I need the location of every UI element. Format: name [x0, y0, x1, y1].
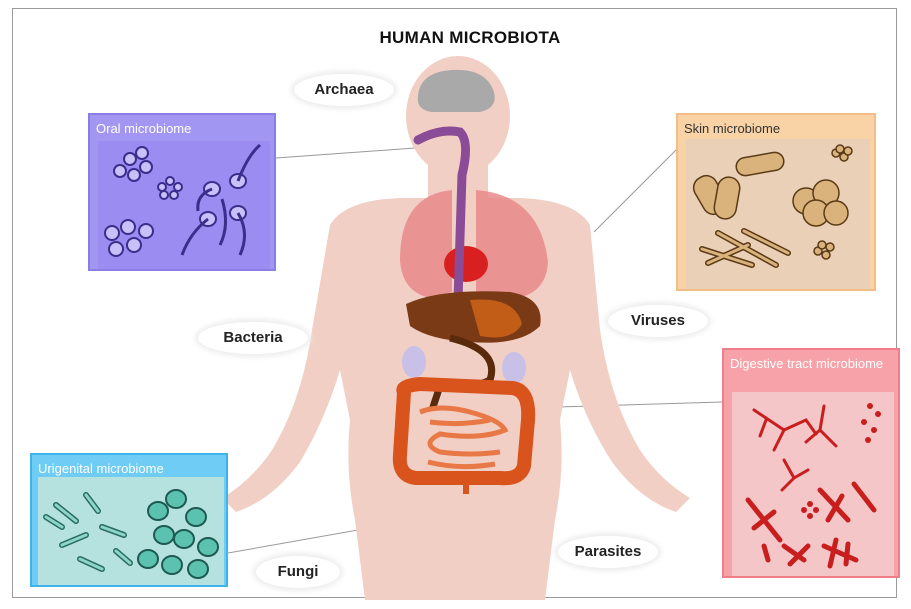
- label-viruses: Viruses: [608, 305, 708, 337]
- skin-microbes-illustration: [678, 115, 878, 293]
- label-fungi: Fungi: [256, 556, 340, 588]
- skin-microbiome-caption: Skin microbiome: [684, 121, 780, 136]
- heart: [444, 246, 488, 282]
- digestive-microbiome-box: Digestive tract microbiome: [722, 348, 900, 578]
- urigenital-microbiome-box: Urigenital microbiome: [30, 453, 228, 587]
- label-archaea: Archaea: [294, 74, 394, 106]
- label-parasites: Parasites: [558, 536, 658, 568]
- oral-microbes-illustration: [90, 115, 278, 273]
- oral-microbiome-caption: Oral microbiome: [96, 121, 191, 136]
- digestive-microbiome-caption: Digestive tract microbiome: [730, 356, 890, 371]
- skin-microbiome-box: Skin microbiome: [676, 113, 876, 291]
- label-bacteria: Bacteria: [198, 322, 308, 354]
- urigenital-microbiome-caption: Urigenital microbiome: [38, 461, 164, 476]
- oral-microbiome-box: Oral microbiome: [88, 113, 276, 271]
- right-kidney: [502, 352, 526, 384]
- digestive-microbes-illustration: [724, 350, 902, 580]
- left-kidney: [402, 346, 426, 378]
